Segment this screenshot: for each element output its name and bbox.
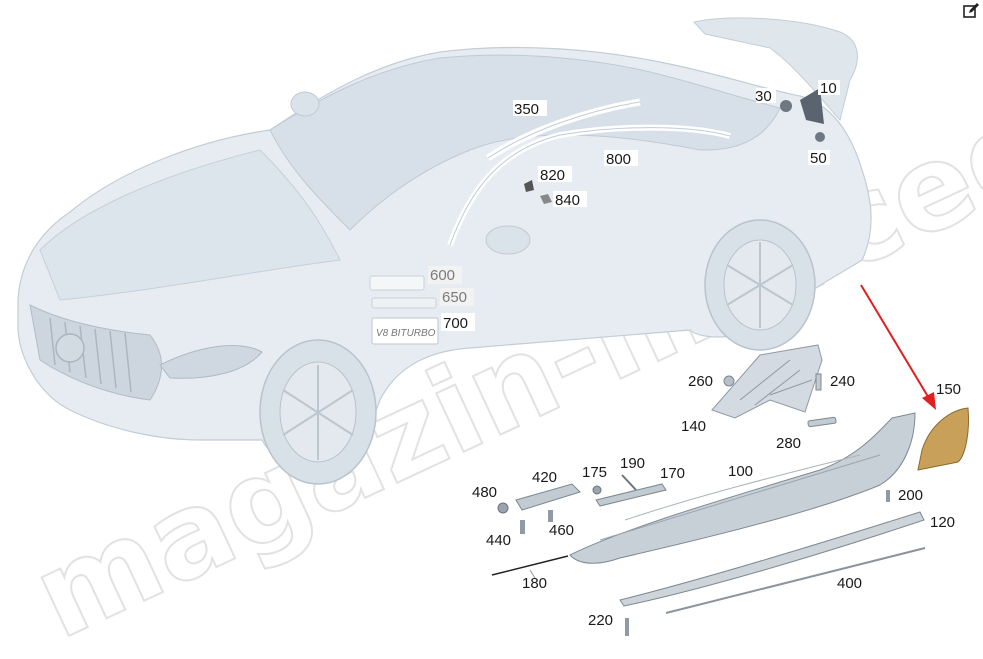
part-50 [815, 132, 825, 142]
label-820: 820 [540, 167, 565, 184]
side-skirt-100 [569, 412, 916, 564]
car-illustration: V8 BITURBO [17, 17, 872, 485]
label-700: 700 [443, 315, 468, 332]
screw-200 [886, 490, 890, 502]
label-800: 800 [606, 151, 631, 168]
front-wheel [259, 339, 377, 485]
exploded-parts [491, 344, 969, 636]
highlight-arrow [860, 284, 936, 410]
label-280: 280 [776, 435, 801, 452]
label-650: 650 [442, 289, 467, 306]
trim-120 [619, 511, 925, 607]
clip-260 [723, 375, 735, 387]
part-30 [780, 100, 792, 112]
screw-440 [520, 520, 525, 534]
badge-700 [371, 317, 439, 345]
label-120: 120 [930, 514, 955, 531]
badge-650 [371, 297, 437, 309]
label-420: 420 [532, 469, 557, 486]
rear-wheel [704, 219, 816, 351]
edit-icon[interactable] [962, 2, 980, 20]
label-10: 10 [820, 80, 837, 97]
bracket-140 [711, 344, 823, 419]
label-260: 260 [688, 373, 713, 390]
clip-240 [815, 373, 822, 391]
right-mirror [485, 225, 531, 255]
screw-460 [548, 510, 553, 522]
headlight [159, 345, 263, 379]
strip-400 [665, 547, 926, 614]
label-190: 190 [620, 455, 645, 472]
part-840 [540, 194, 552, 204]
label-180: 180 [522, 575, 547, 592]
left-mirror [290, 91, 320, 117]
car-windows [269, 54, 781, 231]
strip-280 [807, 416, 837, 428]
callouts: 30 10 50 350 800 820 840 600 650 700 260… [428, 80, 961, 629]
label-150: 150 [936, 381, 961, 398]
label-480: 480 [472, 484, 497, 501]
label-30: 30 [755, 88, 772, 105]
badge-700-graphic: V8 BITURBO [376, 328, 436, 339]
badge-600 [369, 275, 425, 291]
label-240: 240 [830, 373, 855, 390]
trim-350-outline [487, 101, 641, 159]
trim-800-outline [449, 127, 731, 246]
label-50: 50 [810, 150, 827, 167]
mercedes-star-badge [55, 333, 85, 363]
front-grille [29, 304, 163, 401]
label-220: 220 [588, 612, 613, 629]
part-10 [800, 88, 824, 124]
car-hood [39, 149, 341, 301]
label-840: 840 [555, 192, 580, 209]
label-440: 440 [486, 532, 511, 549]
bracket-420 [515, 483, 581, 511]
label-200: 200 [898, 487, 923, 504]
label-600: 600 [430, 267, 455, 284]
leader-180 [529, 569, 536, 579]
bracket-170 [595, 483, 667, 507]
label-100: 100 [728, 463, 753, 480]
panel-150 [917, 407, 969, 471]
pin-190 [621, 474, 637, 491]
label-460: 460 [549, 522, 574, 539]
label-170: 170 [660, 465, 685, 482]
rear-wing [693, 17, 858, 121]
label-140: 140 [681, 418, 706, 435]
tape-180 [491, 555, 569, 576]
label-400: 400 [837, 575, 862, 592]
screw-220 [625, 618, 629, 636]
part-820 [524, 180, 534, 192]
label-175: 175 [582, 464, 607, 481]
clip-480 [497, 502, 509, 514]
clip-175 [592, 485, 602, 495]
label-350: 350 [514, 101, 539, 118]
